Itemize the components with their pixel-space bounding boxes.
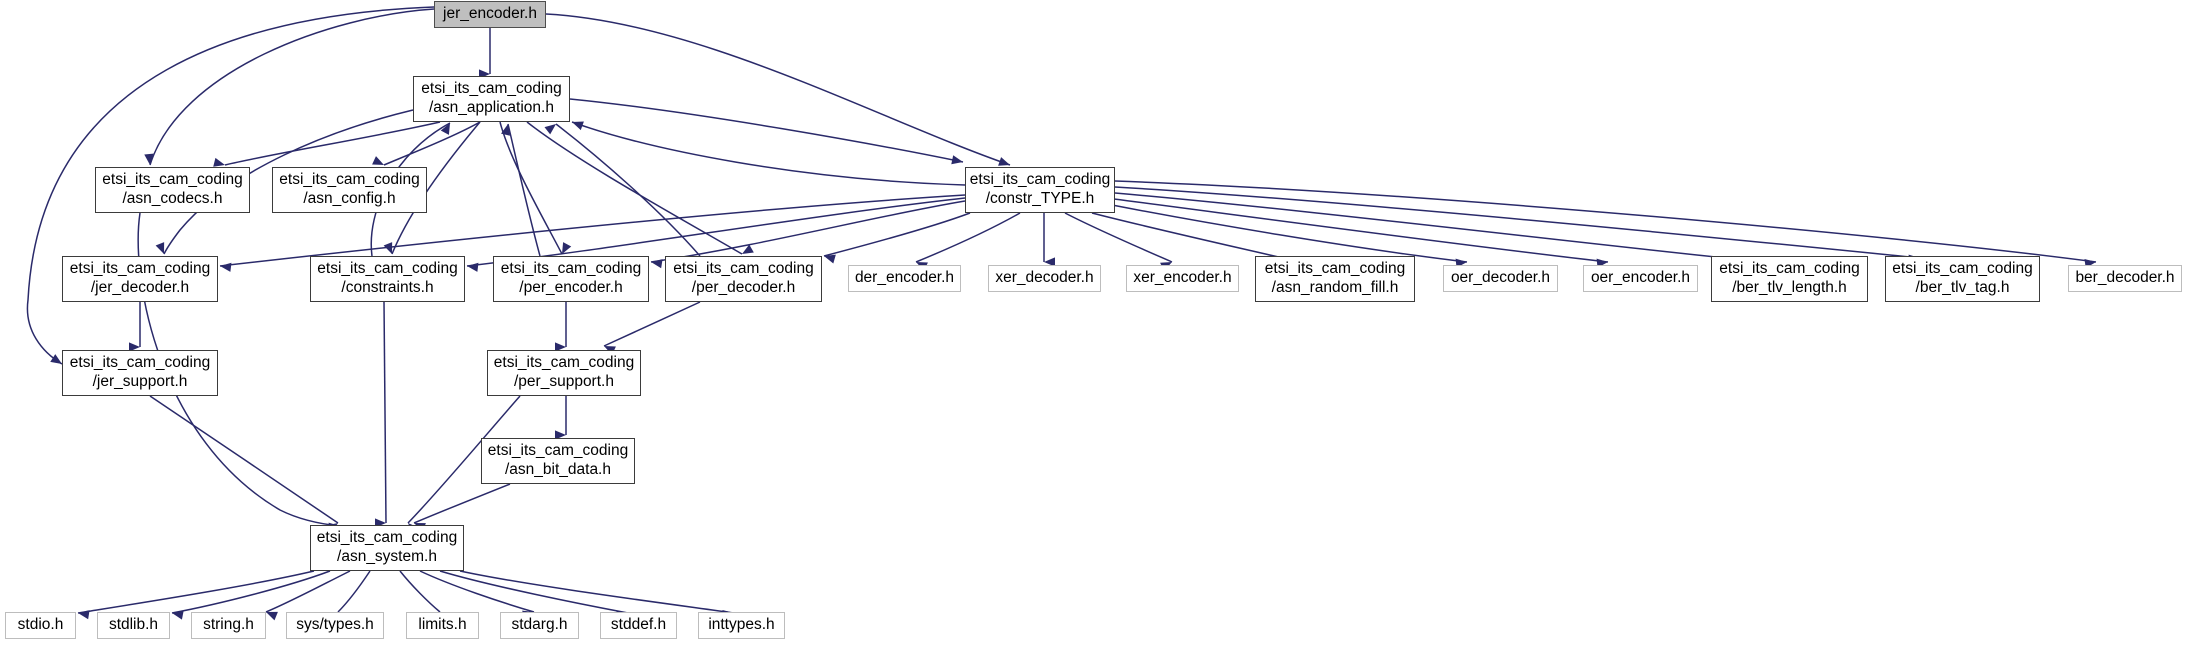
edge-per_decoder-to-asn_application: [555, 123, 701, 257]
edge-asn_system-to-stdlib: [171, 570, 331, 614]
node-limits[interactable]: limits.h: [406, 612, 479, 639]
arrowhead-asn_system-to-stdlib: [172, 610, 184, 620]
node-ber_tlv_length[interactable]: etsi_its_cam_coding /ber_tlv_length.h: [1711, 256, 1868, 302]
edge-per_decoder-to-per_support: [603, 301, 701, 347]
edge-jer_encoder-to-constr_TYPE: [545, 13, 1011, 166]
edge-asn_system-to-stddef: [439, 570, 629, 614]
node-asn_application[interactable]: etsi_its_cam_coding /asn_application.h: [413, 76, 570, 122]
edge-constr_TYPE-to-per_encoder: [650, 200, 966, 263]
edge-per_support-to-asn_system: [407, 395, 521, 524]
node-ber_tlv_tag[interactable]: etsi_its_cam_coding /ber_tlv_tag.h: [1885, 256, 2040, 302]
node-per_support[interactable]: etsi_its_cam_coding /per_support.h: [487, 350, 641, 396]
arrowhead-constraints-to-asn_application: [440, 123, 450, 135]
node-stdio[interactable]: stdio.h: [5, 612, 76, 639]
edge-constr_TYPE-to-per_decoder: [823, 212, 971, 257]
edge-constr_TYPE-to-ber_decoder: [1114, 180, 2097, 263]
arrowhead-constr_TYPE-to-jer_decoder: [220, 262, 232, 272]
arrowhead-constr_TYPE-to-asn_application: [572, 121, 584, 131]
edge-constr_TYPE-to-oer_decoder: [1111, 204, 1468, 263]
arrowhead-constr_TYPE-to-constraints: [467, 262, 479, 272]
node-per_encoder[interactable]: etsi_its_cam_coding /per_encoder.h: [493, 256, 649, 302]
edge-constr_TYPE-to-xer_encoder: [1064, 212, 1173, 263]
node-stdarg[interactable]: stdarg.h: [500, 612, 579, 639]
edge-asn_application-to-asn_codecs: [224, 121, 441, 166]
node-constr_TYPE[interactable]: etsi_its_cam_coding /constr_TYPE.h: [965, 167, 1115, 213]
node-jer_decoder[interactable]: etsi_its_cam_coding /jer_decoder.h: [62, 256, 218, 302]
edge-asn_system-to-stdio: [77, 570, 315, 614]
arrowhead-asn_application-to-asn_codecs: [213, 157, 225, 167]
edge-asn_system-to-inttypes: [459, 570, 735, 614]
edge-asn_application-to-asn_config: [383, 121, 481, 166]
node-asn_system[interactable]: etsi_its_cam_coding /asn_system.h: [310, 525, 464, 571]
arrowhead-asn_application-to-asn_config: [372, 156, 384, 165]
arrowhead-asn_application-to-jer_decoder: [155, 242, 165, 254]
arrowhead-constr_TYPE-to-per_decoder: [824, 254, 836, 264]
node-asn_config[interactable]: etsi_its_cam_coding /asn_config.h: [272, 167, 427, 213]
edge-asn_system-to-systypes: [337, 570, 371, 613]
arrowhead-jer_encoder-to-constr_TYPE: [998, 157, 1010, 166]
arrowhead-constr_TYPE-to-xer_decoder: [1044, 257, 1055, 267]
arrowhead-asn_system-to-string: [266, 611, 278, 621]
node-stddef[interactable]: stddef.h: [600, 612, 677, 639]
arrowhead-per_encoder-to-per_support: [555, 342, 566, 352]
node-systypes[interactable]: sys/types.h: [286, 612, 384, 639]
edge-constr_TYPE-to-oer_encoder: [1113, 198, 1609, 263]
edge-asn_system-to-string: [265, 570, 351, 613]
edge-constr_TYPE-to-asn_application: [571, 121, 966, 186]
arrowhead-constr_TYPE-to-per_encoder: [651, 259, 663, 269]
arrowhead-asn_application-to-constr_TYPE: [951, 155, 963, 165]
node-oer_encoder[interactable]: oer_encoder.h: [1583, 265, 1698, 292]
node-xer_encoder[interactable]: xer_encoder.h: [1126, 265, 1239, 292]
node-constraints[interactable]: etsi_its_cam_coding /constraints.h: [310, 256, 465, 302]
node-der_encoder[interactable]: der_encoder.h: [848, 265, 961, 292]
edge-jer_support-to-asn_system: [149, 395, 339, 524]
node-asn_bit_data[interactable]: etsi_its_cam_coding /asn_bit_data.h: [481, 438, 635, 484]
node-xer_decoder[interactable]: xer_decoder.h: [988, 265, 1101, 292]
edge-asn_application-to-per_encoder: [499, 121, 563, 255]
node-inttypes[interactable]: inttypes.h: [698, 612, 785, 639]
node-asn_codecs[interactable]: etsi_its_cam_coding /asn_codecs.h: [95, 167, 250, 213]
arrowhead-per_decoder-to-asn_application: [544, 124, 556, 135]
edge-asn_system-to-limits: [399, 570, 441, 613]
edge-asn_application-to-per_decoder: [526, 121, 743, 255]
edge-asn_application-to-constr_TYPE: [569, 98, 964, 163]
node-jer_support[interactable]: etsi_its_cam_coding /jer_support.h: [62, 350, 218, 396]
edge-constr_TYPE-to-der_encoder: [915, 212, 1021, 263]
edge-constr_TYPE-to-ber_tlv_tag: [1114, 186, 1921, 259]
arrowhead-asn_system-to-stdio: [78, 610, 90, 620]
edge-constr_TYPE-to-ber_tlv_length: [1114, 192, 1745, 261]
edge-asn_bit_data-to-asn_system: [413, 483, 511, 524]
node-stdlib[interactable]: stdlib.h: [97, 612, 170, 639]
node-string[interactable]: string.h: [191, 612, 266, 639]
arrowhead-jer_encoder-to-asn_codecs: [144, 153, 154, 165]
arrowhead-per_encoder-to-asn_application: [501, 124, 511, 136]
node-per_decoder[interactable]: etsi_its_cam_coding /per_decoder.h: [665, 256, 822, 302]
node-oer_decoder[interactable]: oer_decoder.h: [1443, 265, 1558, 292]
node-jer_encoder[interactable]: jer_encoder.h: [434, 1, 546, 28]
edge-per_encoder-to-asn_application: [507, 123, 541, 257]
edge-jer_encoder-to-asn_codecs: [149, 8, 435, 166]
edge-constraints-to-asn_system: [383, 301, 387, 524]
node-ber_decoder[interactable]: ber_decoder.h: [2068, 265, 2182, 292]
edge-asn_system-to-stdarg: [419, 570, 535, 613]
arrowhead-jer_decoder-to-jer_support: [129, 342, 140, 352]
edge-jer_encoder-to-jer_support: [26, 6, 435, 365]
edge-asn_application-to-constraints: [391, 121, 481, 255]
arrowhead-asn_application-to-per_encoder: [562, 242, 572, 254]
arrowhead-per_support-to-asn_bit_data: [555, 430, 566, 440]
arrowhead-asn_application-to-per_decoder: [742, 244, 754, 254]
node-asn_random_fill[interactable]: etsi_its_cam_coding /asn_random_fill.h: [1255, 256, 1415, 302]
edge-constr_TYPE-to-jer_decoder: [219, 194, 966, 267]
arrowhead-jer_encoder-to-jer_support: [50, 354, 62, 364]
